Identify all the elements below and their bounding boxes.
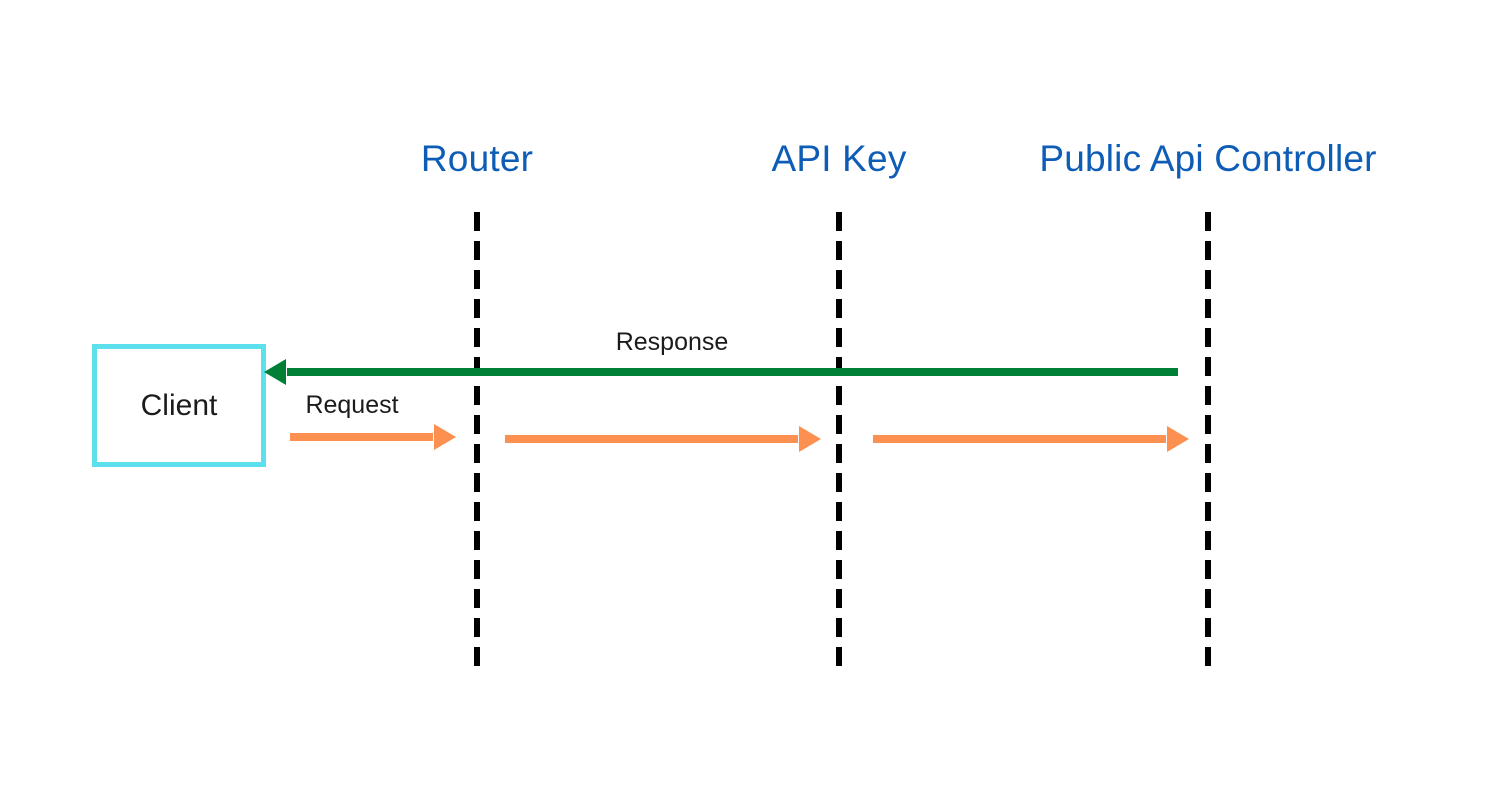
message-arrow-response [264, 359, 1178, 385]
message-label-response: Response [615, 328, 729, 356]
arrowhead-right-icon-request-client-router [434, 424, 456, 450]
participant-label-router: Router [420, 138, 534, 179]
lifeline-api-key [836, 212, 842, 666]
message-shaft-request-router-apikey [505, 435, 798, 443]
message-arrow-request-client-router [290, 424, 456, 450]
lifeline-public-api-controller [1205, 212, 1211, 666]
message-shaft-response [287, 368, 1178, 376]
participant-label-api-key: API Key [771, 138, 907, 179]
message-shaft-request-client-router [290, 433, 433, 441]
arrowhead-left-icon-response [264, 359, 286, 385]
message-label-request: Request [305, 391, 399, 419]
participant-label-public-api-controller: Public Api Controller [1039, 138, 1377, 179]
arrowhead-right-icon-request-apikey-controller [1167, 426, 1189, 452]
lifeline-router [474, 212, 480, 666]
actor-box-client[interactable]: Client [92, 344, 266, 467]
message-shaft-request-apikey-controller [873, 435, 1166, 443]
actor-box-label-client: Client [140, 388, 218, 422]
message-arrow-request-apikey-controller [873, 426, 1189, 452]
arrowhead-right-icon-request-router-apikey [799, 426, 821, 452]
message-arrow-request-router-apikey [505, 426, 821, 452]
